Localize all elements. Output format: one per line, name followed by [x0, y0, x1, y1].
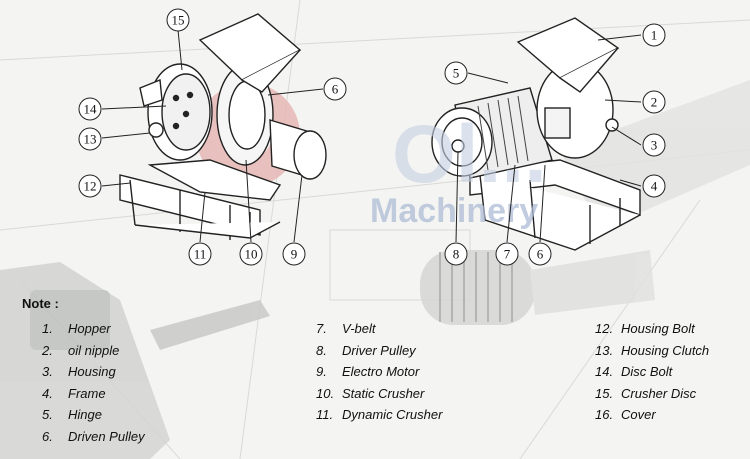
legend-column-2: 7.V-belt 8.Driver Pulley 9.Electro Motor… — [316, 318, 442, 426]
caliper-illustration — [0, 262, 270, 459]
svg-text:5: 5 — [453, 66, 460, 81]
legend-item: 15.Crusher Disc — [595, 385, 697, 401]
callout-8: 8 — [444, 242, 468, 266]
callout-15: 15 — [166, 8, 190, 32]
legend-item: 12.Housing Bolt — [595, 321, 695, 336]
svg-text:13: 13 — [84, 132, 97, 147]
right-machine-drawing — [431, 17, 641, 251]
legend-item: 6.Driven Pulley — [42, 428, 145, 444]
legend-item: 2.oil nipple — [42, 342, 120, 358]
callout-3: 3 — [642, 133, 666, 157]
callout-11: 11 — [188, 242, 212, 266]
note-title: Note : — [22, 296, 59, 311]
legend-column-3: 12.Housing Bolt 13.Housing Clutch 14.Dis… — [595, 318, 709, 426]
left-machine-drawing — [119, 13, 327, 240]
legend-item: 9.Electro Motor — [316, 364, 420, 380]
callout-9: 9 — [282, 242, 306, 266]
legend-item: 1.Hopper — [42, 321, 111, 336]
callout-10: 10 — [239, 242, 263, 266]
svg-text:1: 1 — [651, 28, 658, 43]
callout-6-left: 6 — [323, 77, 347, 101]
legend-item: 5.Hinge — [42, 407, 102, 423]
callout-1: 1 — [642, 23, 666, 47]
legend-item: 16.Cover — [595, 407, 656, 423]
svg-text:7: 7 — [504, 247, 511, 262]
svg-text:15: 15 — [172, 13, 185, 28]
callout-7: 7 — [495, 242, 519, 266]
svg-text:12: 12 — [84, 179, 97, 194]
svg-text:11: 11 — [194, 247, 207, 262]
legend-item: 3.Housing — [42, 364, 116, 380]
legend-item: 7.V-belt — [316, 321, 376, 336]
callout-5: 5 — [444, 61, 468, 85]
svg-text:9: 9 — [291, 247, 298, 262]
watermark-brand: Ol... — [392, 109, 547, 200]
svg-text:4: 4 — [651, 179, 658, 194]
legend-item: 4.Frame — [42, 385, 106, 401]
legend-item: 14.Disc Bolt — [595, 364, 673, 380]
svg-text:2: 2 — [651, 95, 658, 110]
callouts: 15 14 13 12 11 10 9 6 1 5 2 3 4 8 7 6 — [78, 8, 666, 266]
svg-text:14: 14 — [84, 102, 98, 117]
svg-text:3: 3 — [651, 138, 658, 153]
svg-text:10: 10 — [245, 247, 258, 262]
legend-item: 10.Static Crusher — [316, 385, 425, 401]
legend-column-1: 1.Hopper 2.oil nipple 3.Housing 4.Frame … — [42, 318, 145, 448]
callout-13: 13 — [78, 127, 102, 151]
callout-14: 14 — [78, 97, 102, 121]
watermark-text: Machinery — [370, 192, 538, 230]
callout-6-right: 6 — [528, 242, 552, 266]
svg-text:6: 6 — [537, 247, 544, 262]
callout-12: 12 — [78, 174, 102, 198]
svg-text:8: 8 — [453, 247, 460, 262]
legend-item: 8.Driver Pulley — [316, 342, 416, 358]
legend-item: 13.Housing Clutch — [595, 342, 710, 358]
legend-item: 11.Dynamic Crusher — [316, 407, 443, 423]
leader-lines — [101, 29, 642, 243]
callout-2: 2 — [642, 90, 666, 114]
svg-text:6: 6 — [332, 82, 339, 97]
callout-4: 4 — [642, 174, 666, 198]
